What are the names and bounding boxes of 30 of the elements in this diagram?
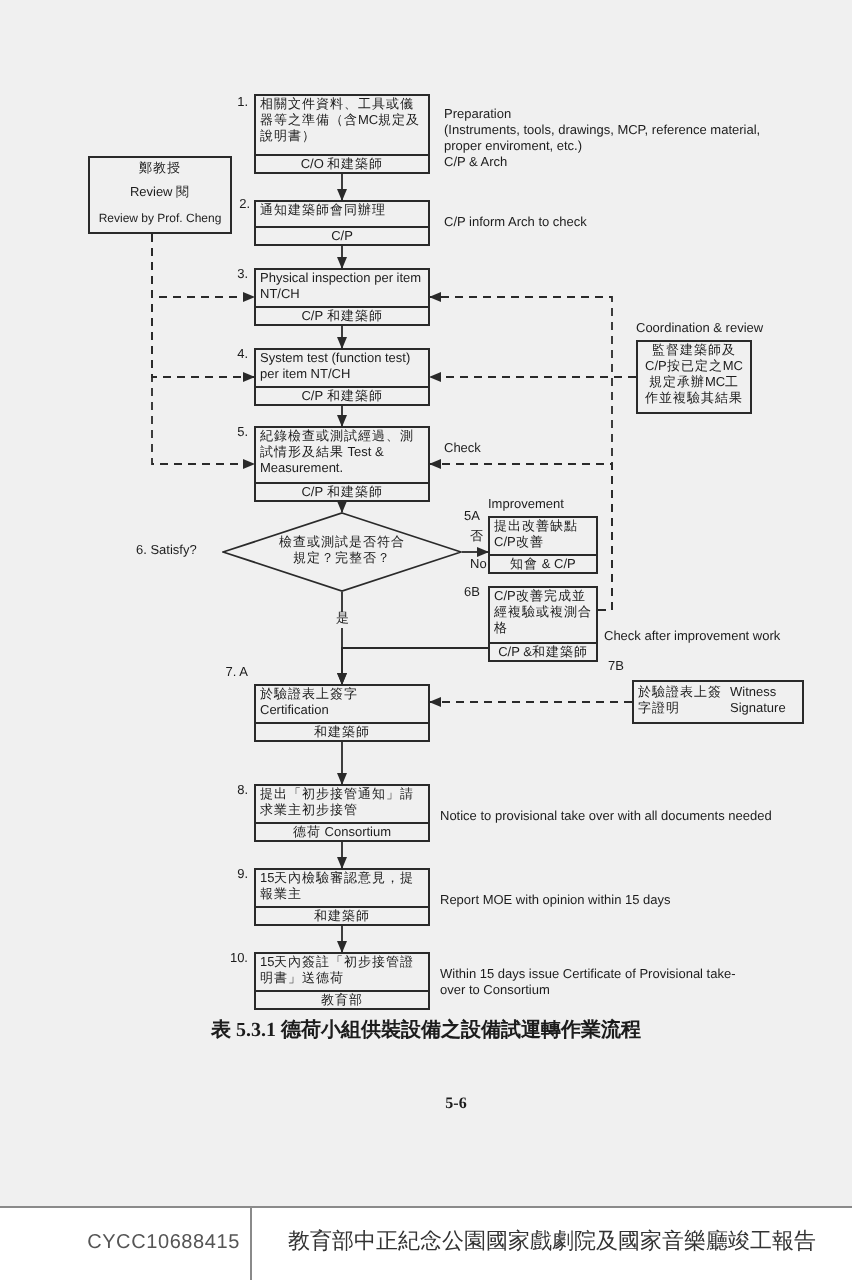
arrow: [337, 173, 347, 201]
process-box: [254, 784, 430, 842]
caption: 表 5.3.1 德荷小組供裝設備之設備試運轉作業流程: [209, 1020, 643, 1044]
process-box: [254, 200, 430, 246]
dashed-arrow: [429, 459, 613, 611]
process-box: [254, 268, 430, 326]
dashed-arrow: [429, 372, 637, 382]
page-number: 5-6: [443, 1094, 469, 1112]
process-box: [254, 348, 430, 406]
arrow: [337, 841, 347, 869]
arrow: [337, 245, 347, 269]
process-box: [488, 586, 598, 662]
arrow: [337, 925, 347, 953]
process-box: [254, 952, 430, 1010]
arrow: [461, 547, 489, 557]
process-box: [254, 94, 430, 174]
arrow: [337, 405, 347, 427]
arrow: [337, 741, 347, 785]
dashed-arrow: [151, 233, 255, 469]
report-title: 教育部中正紀念公園國家戲劇院及國家音樂廳竣工報告: [252, 1206, 852, 1280]
document-id: CYCC10688415: [0, 1206, 252, 1280]
arrow: [337, 325, 347, 349]
process-box: [254, 426, 430, 502]
process-box: [88, 156, 232, 234]
process-box: [254, 868, 430, 926]
process-box: [632, 680, 804, 724]
arrow: [337, 501, 347, 513]
arrow: [337, 647, 489, 685]
process-box: [254, 684, 430, 742]
dashed-arrow: [429, 697, 633, 707]
